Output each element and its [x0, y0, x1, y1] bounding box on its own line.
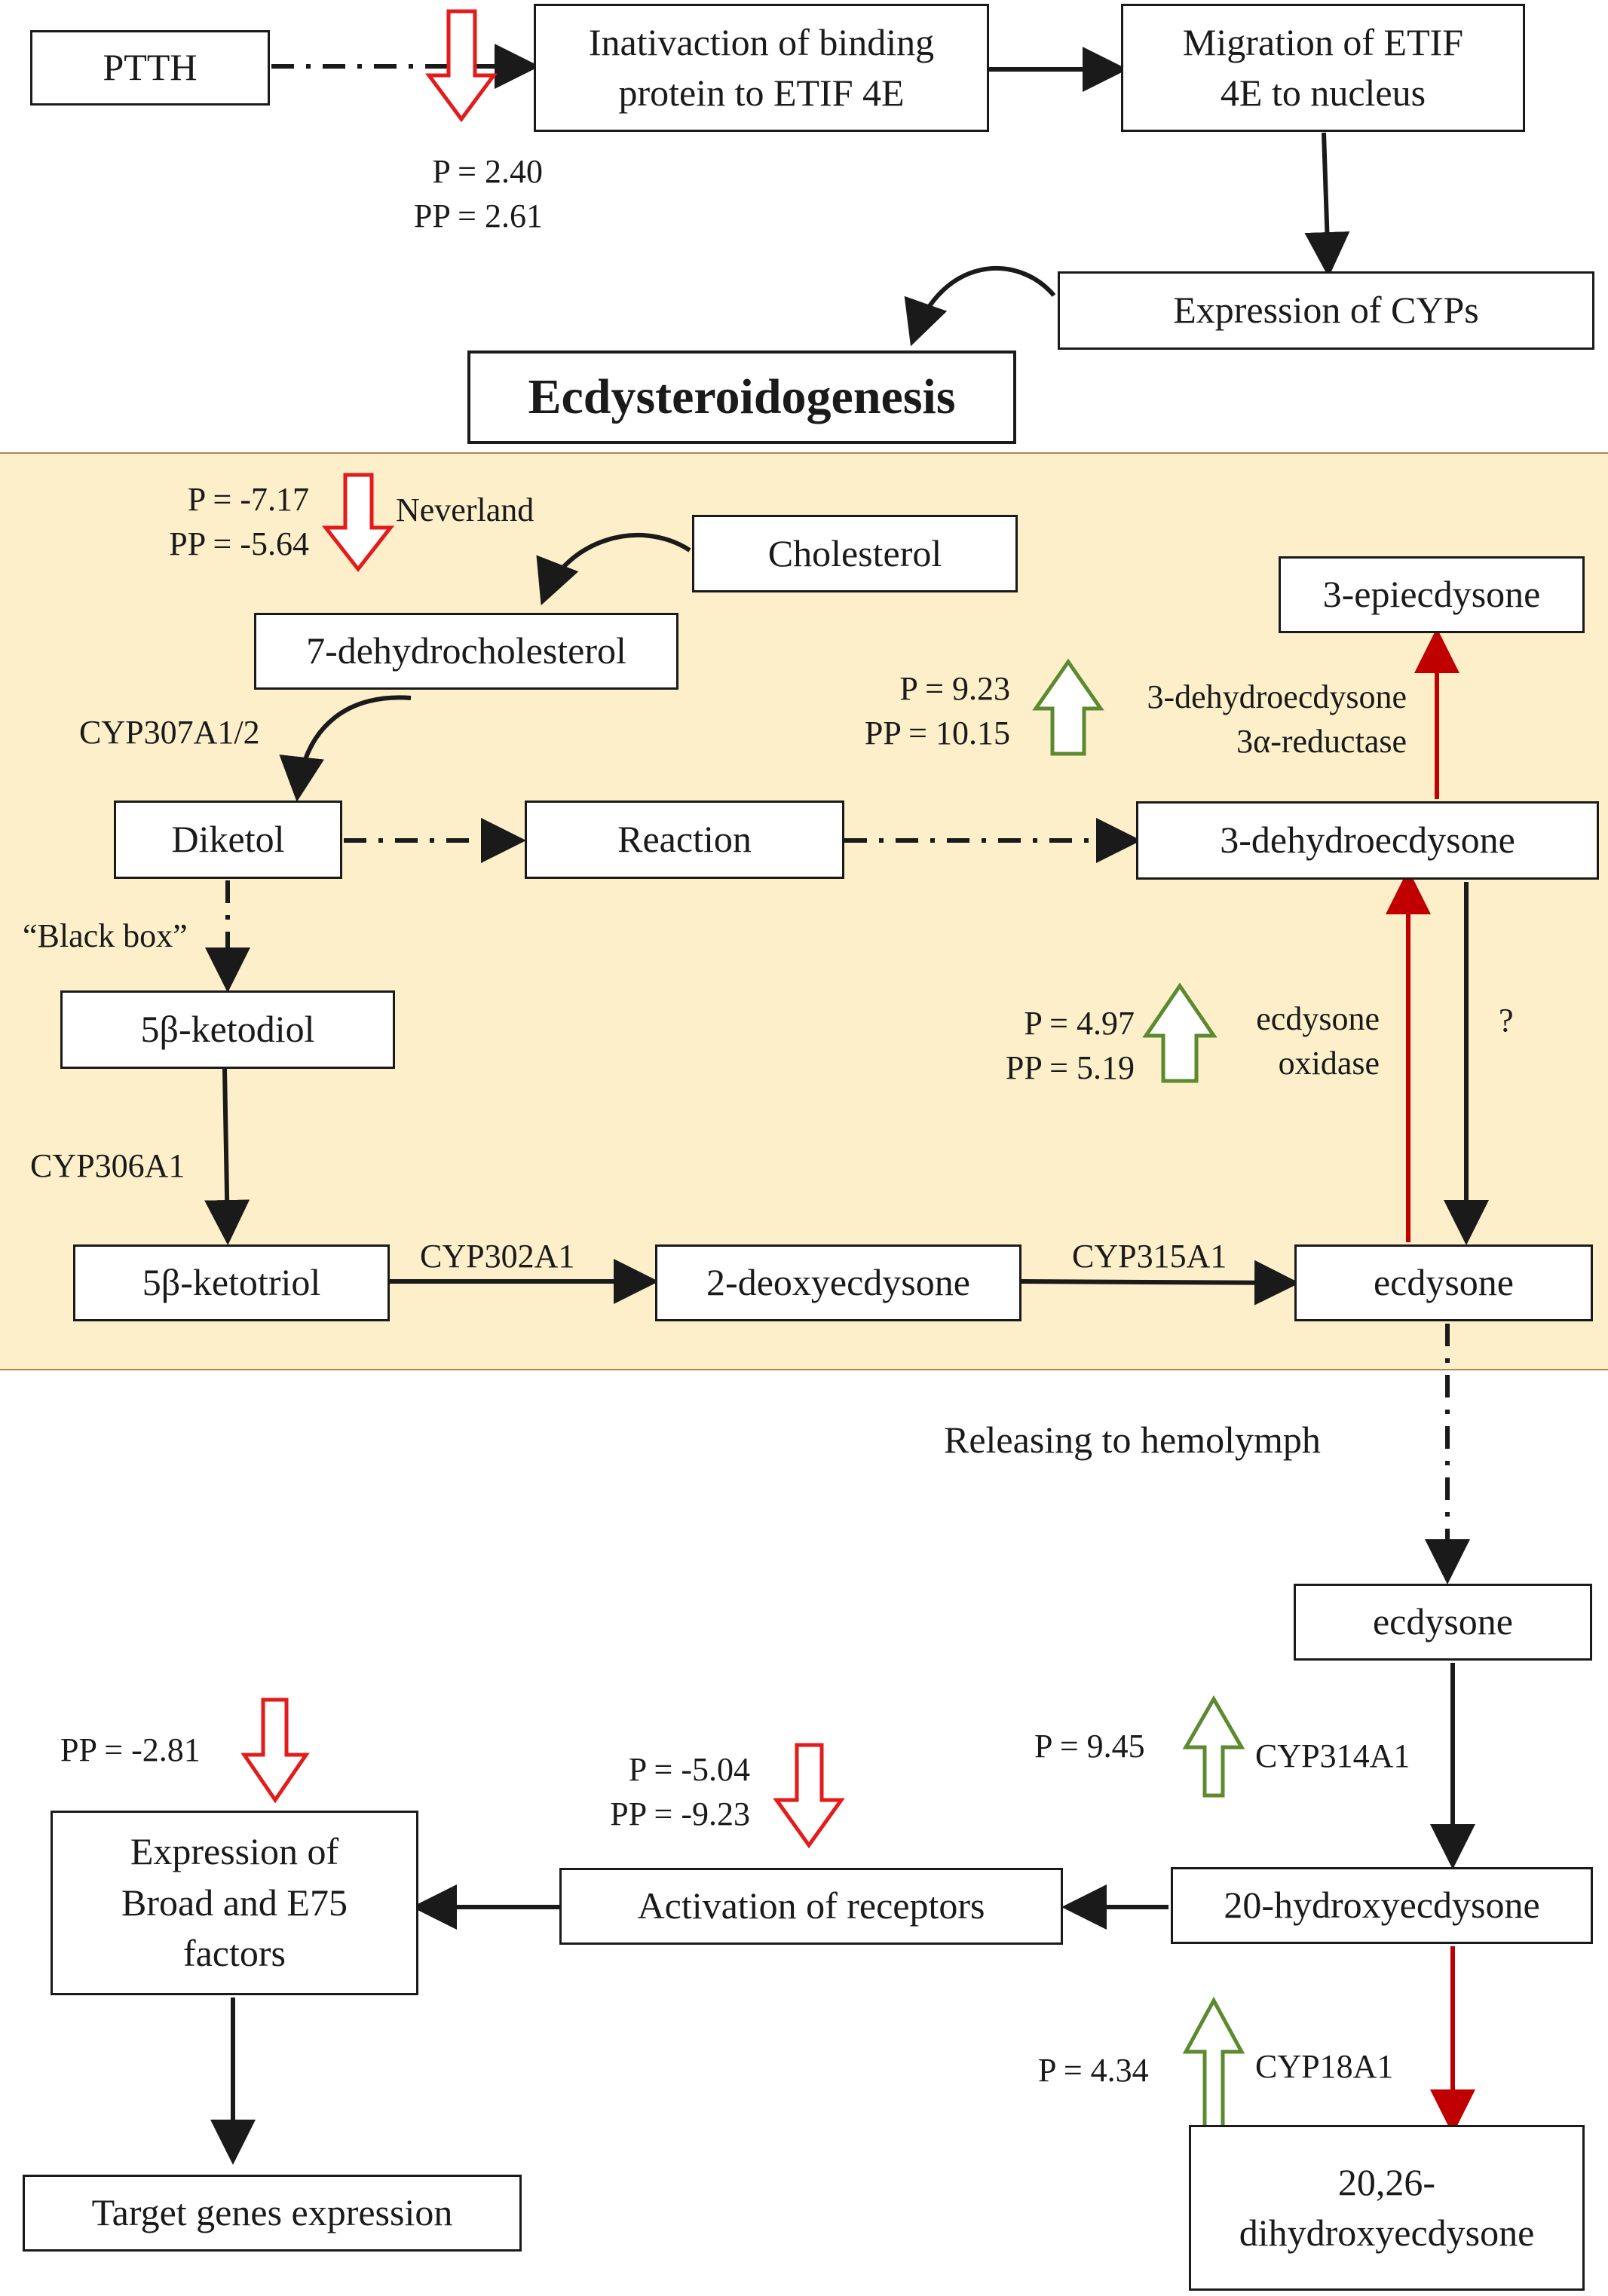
inactivation-box: Inativaction of binding protein to ETIF … — [534, 4, 989, 132]
cholesterol-to-dehydrocholesterol-arrow — [536, 532, 691, 606]
cyp18-label: CYP18A1 — [1255, 2048, 1394, 2085]
cyp18-up-arrow-icon — [1182, 1996, 1245, 2141]
releasing-label: Releasing to hemolymph — [944, 1419, 1321, 1461]
hydroxyecdysone-box: 20-hydroxyecdysone — [1171, 1867, 1593, 1944]
dehydroecdysone-box: 3-dehydroecdysone — [1136, 801, 1599, 880]
ketodiol-box: 5β-ketodiol — [60, 990, 395, 1069]
dihydroxyecdysone-box: 20,26- dihydroxyecdysone — [1189, 2125, 1585, 2291]
ptth-stats: P = 2.40 PP = 2.61 — [413, 153, 543, 235]
black-box-label: “Black box” — [23, 917, 188, 954]
activation-down-arrow-icon — [773, 1743, 845, 1849]
ptth-box: PTTH — [30, 30, 270, 106]
reaction-box: Reaction — [525, 801, 844, 879]
neverland-down-arrow-icon — [321, 473, 395, 573]
dehydrocholesterol-to-diketol-arrow — [279, 695, 412, 802]
deoxyecdysone-box: 2-deoxyecdysone — [655, 1244, 1021, 1321]
cyp18-stats: P = 4.34 — [1038, 2052, 1149, 2089]
ecdysteroidogenesis-title: Ecdysteroidogenesis — [467, 351, 1016, 444]
ptth-down-arrow-icon — [425, 9, 498, 123]
cyp314-label: CYP314A1 — [1255, 1737, 1410, 1774]
broad-down-arrow-icon — [240, 1698, 310, 1804]
broad-e75-box: Expression of Broad and E75 factors — [51, 1811, 418, 1995]
oxidase-label: ecdysone oxidase — [1256, 1000, 1380, 1082]
ketodiol-to-ketotriol-arrow — [204, 1068, 250, 1245]
expression-cyps-box: Expression of CYPs — [1058, 271, 1594, 350]
oxidase-up-arrow-icon — [1142, 982, 1217, 1083]
ecdysone-box: ecdysone — [1294, 1244, 1593, 1321]
cholesterol-box: Cholesterol — [692, 515, 1018, 592]
neverland-stats: P = -7.17 PP = -5.64 — [169, 481, 309, 563]
broad-stats: PP = -2.81 — [60, 1731, 201, 1768]
cyp314-up-arrow-icon — [1182, 1695, 1245, 1798]
ketotriol-box: 5β-ketotriol — [73, 1244, 390, 1321]
cyp306-label: CYP306A1 — [30, 1147, 185, 1184]
cyp307-label: CYP307A1/2 — [79, 714, 260, 751]
hemolymph-ecdysone-box: ecdysone — [1294, 1584, 1592, 1661]
activation-stats: P = -5.04 PP = -9.23 — [610, 1751, 750, 1833]
cyp302-label: CYP302A1 — [420, 1238, 575, 1275]
migration-to-expression-arrow — [1304, 132, 1350, 277]
neverland-label: Neverland — [396, 491, 534, 528]
diketol-box: Diketol — [114, 801, 342, 879]
expression-to-ecdysteroidogenesis-arrow — [904, 266, 1056, 347]
dehydrocholesterol-box: 7-dehydrocholesterol — [254, 613, 678, 690]
reductase-stats: P = 9.23 PP = 10.15 — [864, 670, 1010, 752]
oxidase-stats: P = 4.97 PP = 5.19 — [1005, 1005, 1135, 1087]
migration-box: Migration of ETIF 4E to nucleus — [1121, 4, 1525, 132]
reductase-label: 3-dehydroecdysone 3α-reductase — [1147, 678, 1407, 761]
deoxyecdysone-to-ecdysone-arrow — [1021, 1260, 1300, 1306]
reductase-up-arrow-icon — [1032, 658, 1104, 756]
activation-box: Activation of receptors — [559, 1868, 1063, 1945]
question-mark: ? — [1499, 1002, 1514, 1039]
cyp314-stats: P = 9.45 — [1034, 1728, 1145, 1765]
epiecdysone-box: 3-epiecdysone — [1279, 556, 1585, 633]
cyp315-label: CYP315A1 — [1072, 1238, 1227, 1275]
target-genes-box: Target genes expression — [23, 2175, 522, 2252]
